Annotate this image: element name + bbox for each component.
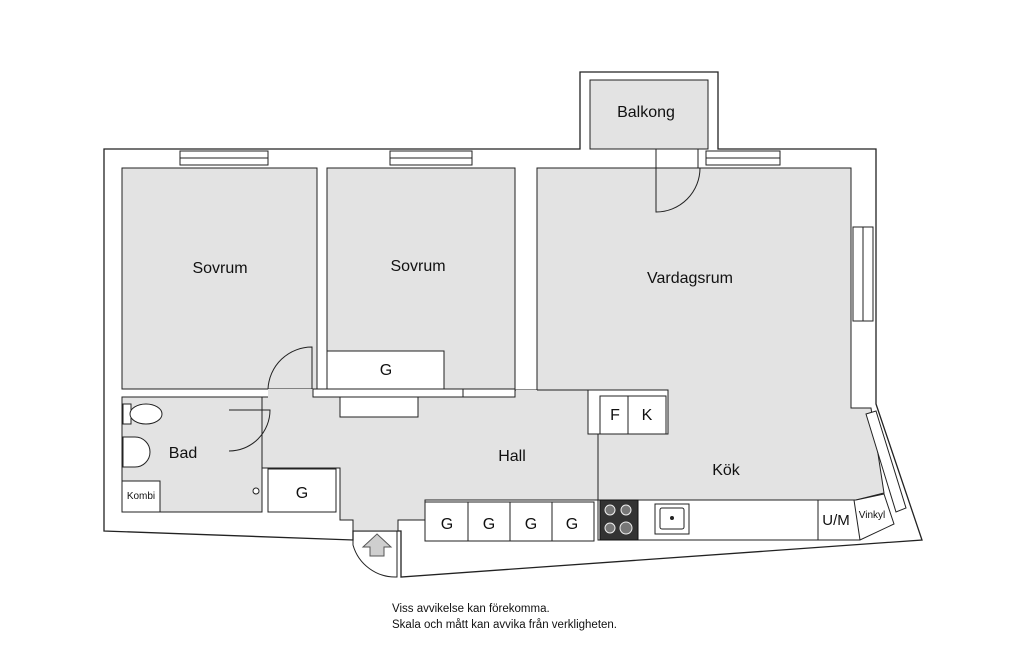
hall-cabinet [467, 501, 511, 542]
label-dishwasher: U/M [822, 512, 850, 529]
hall-cabinet [424, 501, 469, 542]
label-fridge: F [610, 407, 620, 424]
hall-cabinet [509, 501, 553, 542]
label-boiler: Kombi [127, 491, 155, 502]
freezer [627, 395, 667, 435]
floor-bedroom-1 [121, 167, 318, 390]
fridge [599, 395, 629, 435]
room-label-kitchen: Kök [712, 462, 741, 479]
room-label-bedroom-2: Sovrum [390, 258, 445, 275]
floor-hall [226, 389, 599, 532]
floor-balcony [589, 79, 709, 150]
entrance-arrow-icon [361, 533, 393, 557]
basin-icon [122, 436, 151, 468]
room-label-bath: Bad [169, 445, 197, 462]
label-hall-cabinet: G [483, 516, 495, 533]
wardrobe-hall [267, 468, 337, 513]
hall-cabinet [551, 501, 595, 542]
toilet-icon [129, 403, 163, 425]
door-swing [352, 531, 398, 578]
room-label-bedroom-1: Sovrum [192, 260, 247, 277]
label-wardrobe-bedroom: G [380, 362, 392, 379]
label-hall-cabinet: G [525, 516, 537, 533]
label-freezer: K [642, 407, 653, 424]
room-label-hall: Hall [498, 448, 526, 465]
disclaimer-line-2: Skala och mått kan avvika från verklighe… [392, 619, 618, 631]
label-hall-cabinet: G [441, 516, 453, 533]
wardrobe-bedroom [326, 350, 445, 390]
disclaimer-line-1: Viss avvikelse kan förekomma. [392, 603, 550, 615]
door-swing [228, 409, 271, 452]
room-label-living: Vardagsrum [647, 270, 733, 287]
boiler [121, 480, 161, 513]
tap-icon [670, 516, 674, 520]
label-wine-fridge: Vinkyl [859, 510, 886, 521]
door-swing [267, 346, 313, 390]
stove [599, 499, 639, 541]
door-swing [655, 167, 701, 213]
room-label-balcony: Balkong [617, 104, 675, 121]
label-wardrobe-hall: G [296, 485, 308, 502]
window [865, 410, 907, 513]
label-hall-cabinet: G [566, 516, 578, 533]
